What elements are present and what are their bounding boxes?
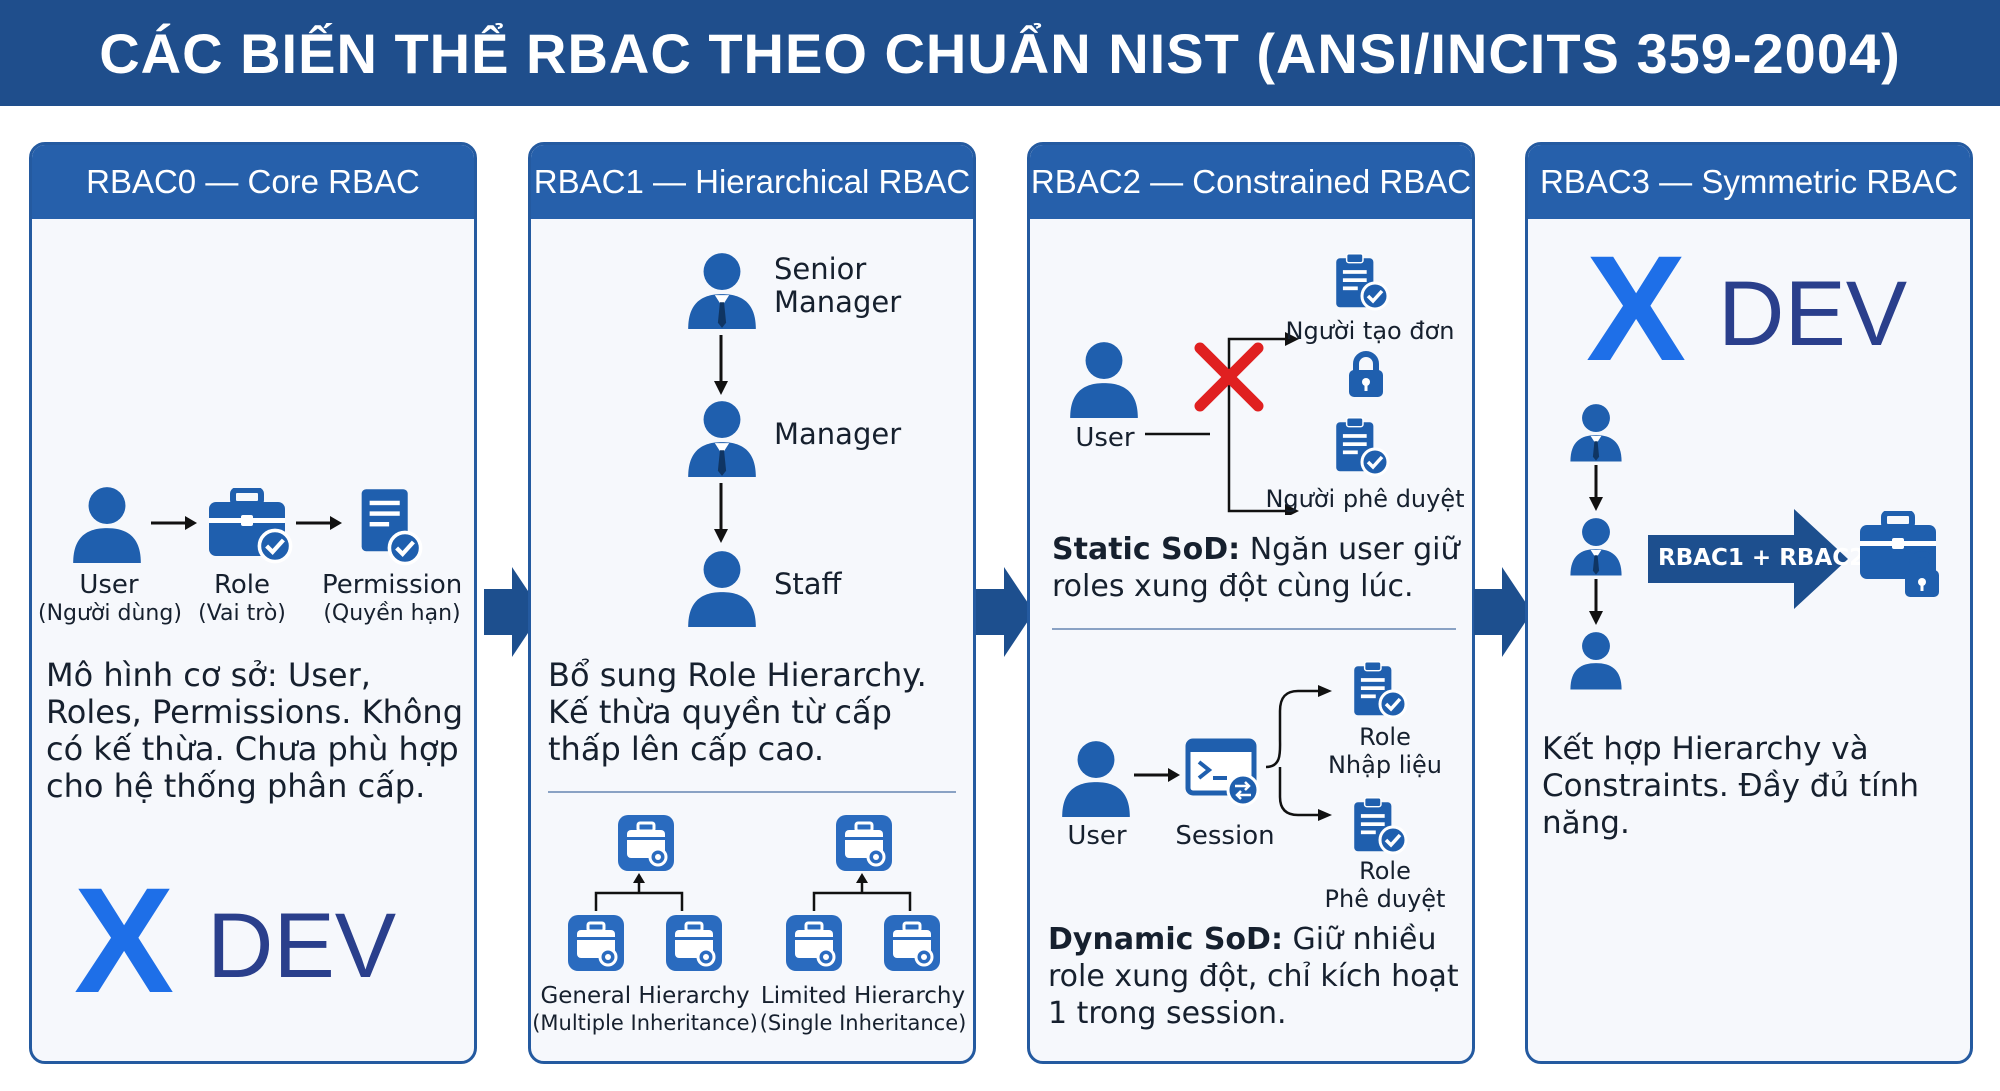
static-sod-text: Ngăn user giữ roles xung đột cùng lúc. <box>1052 532 1460 604</box>
panel-header: RBAC1 — Hierarchical RBAC <box>531 145 973 219</box>
role-nhap-lieu-line2: Nhập liệu <box>1327 751 1443 779</box>
tree-connector <box>594 873 684 911</box>
cross-icon <box>1194 342 1264 412</box>
session-branch-connector <box>1265 685 1332 821</box>
xdev-logo-x: X <box>74 856 175 1024</box>
arrow-down-icon <box>1589 465 1603 511</box>
panel-description: Kết hợp Hierarchy và Constraints. Đầy đủ… <box>1542 731 1920 841</box>
check-badge-icon <box>257 528 293 564</box>
big-arrow-icon <box>1474 567 1532 657</box>
user-icon <box>1568 629 1624 691</box>
page-title: CÁC BIẾN THỂ RBAC THEO CHUẨN NIST (ANSI/… <box>99 21 1901 85</box>
role-box-icon <box>784 913 844 973</box>
panel-rbac2: RBAC2 — Constrained RBAC User Người tạo … <box>1027 142 1475 1064</box>
level-senior-manager: Senior Manager <box>774 252 902 319</box>
static-sod-description: Static SoD: Ngăn user giữ roles xung đột… <box>1052 531 1462 605</box>
combo-label: RBAC1 + RBAC2 <box>1658 545 1866 571</box>
check-badge-icon <box>387 530 423 566</box>
check-badge-icon <box>1378 689 1408 719</box>
manager-icon <box>1568 515 1624 577</box>
arrow-right-icon <box>151 516 197 530</box>
divider <box>1052 628 1456 630</box>
lock-icon <box>1902 551 1942 599</box>
panel-description: Bổ sung Role Hierarchy. Kế thừa quyền từ… <box>548 656 927 768</box>
limited-hierarchy-label: Limited Hierarchy <box>760 983 966 1009</box>
user-icon <box>71 483 143 565</box>
title-banner: CÁC BIẾN THỂ RBAC THEO CHUẨN NIST (ANSI/… <box>0 0 2000 106</box>
manager-icon <box>1568 401 1624 463</box>
panel-rbac3: RBAC3 — Symmetric RBAC X DEV RBAC1 + RBA… <box>1525 142 1973 1064</box>
role-box-icon <box>664 913 724 973</box>
arrow-down-icon <box>714 335 728 395</box>
dynamic-sod-term: Dynamic SoD: <box>1048 922 1283 957</box>
combo-arrow-icon <box>1648 509 1848 609</box>
static-sod-term: Static SoD: <box>1052 532 1241 567</box>
role-box-icon <box>834 813 894 873</box>
role-nguoi-tao-don: Người tạo đơn <box>1285 317 1455 345</box>
arrow-down-icon <box>1589 579 1603 625</box>
node-role-label: Role <box>213 570 271 600</box>
role-nhap-lieu-line1: Role <box>1359 723 1411 751</box>
user-icon <box>1060 737 1132 819</box>
limited-hierarchy-sub: (Single Inheritance) <box>759 1011 967 1035</box>
user-icon <box>686 547 758 629</box>
divider <box>548 791 956 793</box>
check-badge-icon <box>1360 281 1390 311</box>
general-hierarchy-sub: (Multiple Inheritance) <box>532 1011 758 1035</box>
xdev-logo-dev: DEV <box>1718 263 1908 365</box>
manager-icon <box>686 397 758 479</box>
tree-connector <box>812 873 912 911</box>
arrow-down-icon <box>714 483 728 543</box>
arrow-right-icon <box>296 516 342 530</box>
role-box-icon <box>616 813 676 873</box>
level-staff: Staff <box>774 567 842 601</box>
node-user-sub: (Người dùng) <box>38 601 182 626</box>
user-icon <box>1068 338 1140 420</box>
general-hierarchy-label: General Hierarchy <box>540 983 750 1009</box>
node-user-label: User <box>79 570 139 600</box>
big-arrow-icon <box>484 567 542 657</box>
role-box-icon <box>566 913 626 973</box>
role-box-icon <box>882 913 942 973</box>
dynamic-sod-description: Dynamic SoD: Giữ nhiều role xung đột, ch… <box>1048 921 1468 1032</box>
check-badge-icon <box>1360 447 1390 477</box>
panel-header: RBAC2 — Constrained RBAC <box>1030 145 1472 219</box>
role-nguoi-phe-duyet: Người phê duyệt <box>1265 485 1465 513</box>
dynamic-sod-text: Giữ nhiều role xung đột, chỉ kích hoạt 1… <box>1048 922 1459 1031</box>
panel-rbac1: RBAC1 — Hierarchical RBAC Senior Manager… <box>528 142 976 1064</box>
role-phe-duyet-line2: Phê duyệt <box>1324 885 1446 913</box>
role-phe-duyet-line1: Role <box>1359 857 1411 885</box>
session-terminal-icon <box>1185 738 1265 808</box>
big-arrow-icon <box>976 567 1034 657</box>
panel-description: Mô hình cơ sở: User, Roles, Permissions.… <box>46 656 464 805</box>
panel-header: RBAC0 — Core RBAC <box>32 145 474 219</box>
manager-icon <box>686 249 758 331</box>
xdev-logo-x: X <box>1586 224 1687 392</box>
dynamic-user-label: User <box>1067 821 1127 851</box>
level-manager: Manager <box>774 417 902 451</box>
panel-rbac0: RBAC0 — Core RBAC User (Người dùng) Role… <box>29 142 477 1064</box>
node-role-sub: (Vai trò) <box>198 601 286 626</box>
node-permission-label: Permission <box>322 570 463 600</box>
check-badge-icon <box>1378 825 1408 855</box>
dynamic-session-label: Session <box>1175 821 1275 851</box>
xdev-logo-dev: DEV <box>207 895 397 997</box>
panel-header: RBAC3 — Symmetric RBAC <box>1528 145 1970 219</box>
lock-icon <box>1346 351 1386 399</box>
static-user-label: User <box>1075 423 1135 453</box>
node-permission-sub: (Quyền hạn) <box>323 601 461 626</box>
arrow-right-icon <box>1134 768 1180 782</box>
static-connector <box>1145 332 1299 515</box>
